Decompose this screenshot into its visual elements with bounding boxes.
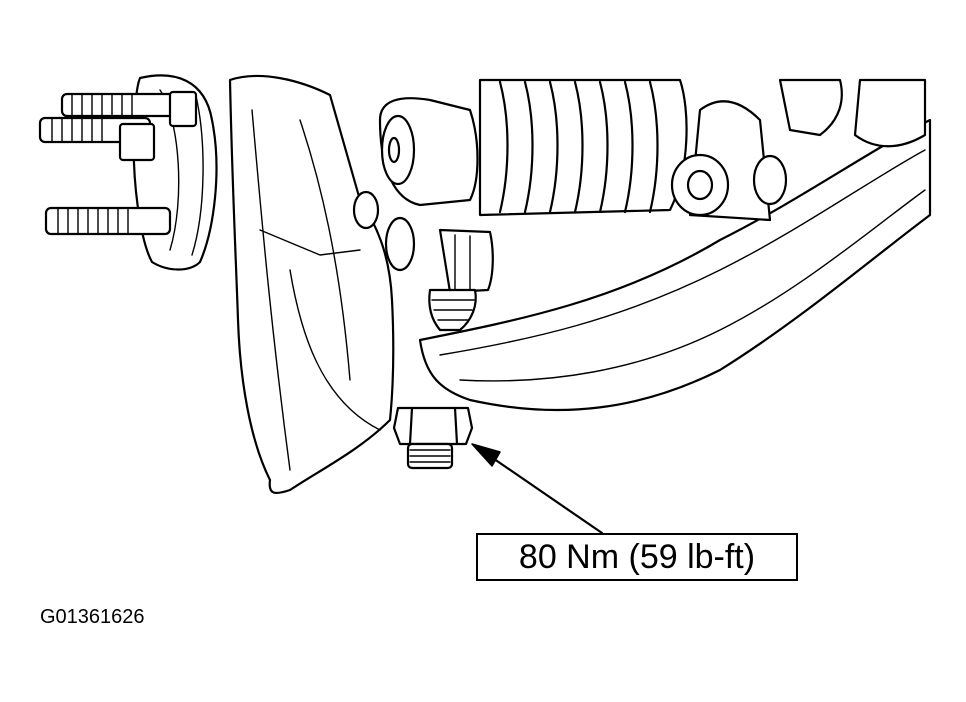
wheel-studs [38, 90, 198, 236]
figure-id: G01361626 [40, 606, 145, 628]
lower-control-arm [418, 78, 932, 412]
torque-callout-box: 80 Nm (59 lb-ft) [476, 533, 798, 581]
upper-bushing [352, 97, 479, 272]
torque-label: 80 Nm (59 lb-ft) [518, 537, 756, 576]
ball-joint [428, 228, 494, 332]
steering-knuckle [228, 74, 395, 495]
coil-spring [478, 78, 688, 217]
callout-arrow [471, 443, 604, 535]
ball-joint-nut [392, 406, 474, 470]
